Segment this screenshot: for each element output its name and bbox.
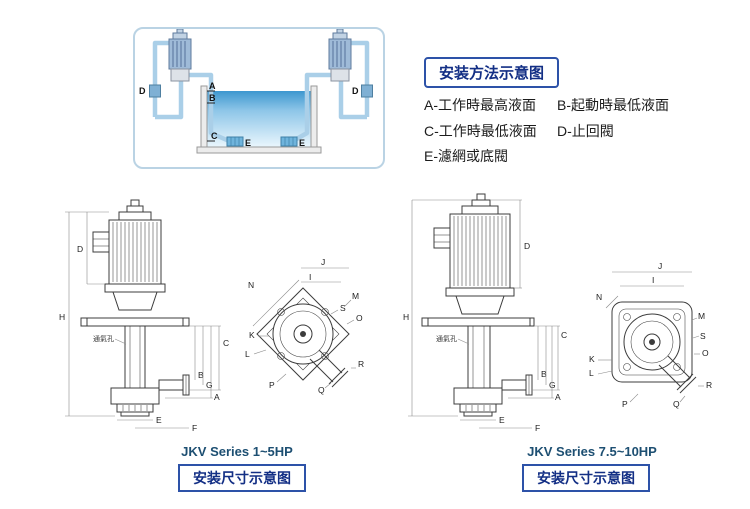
dim-label-a: A xyxy=(555,392,561,402)
dim-label-e: E xyxy=(499,415,505,425)
dim-label-r: R xyxy=(358,359,364,369)
dim-label-s: S xyxy=(700,331,706,341)
label-c: C xyxy=(211,131,218,141)
dim-label-g: G xyxy=(549,380,556,390)
dim-label-d: D xyxy=(77,244,83,254)
dim-label-q: Q xyxy=(318,385,325,395)
front-view: 通氣孔 xyxy=(421,193,535,417)
dim-label-p: P xyxy=(622,399,628,409)
dim-label-s: S xyxy=(340,303,346,313)
dim-label-i: I xyxy=(309,272,311,282)
front-view: 通氣孔 xyxy=(80,199,190,417)
label-b: B xyxy=(209,93,216,103)
dim-label-l: L xyxy=(245,349,250,359)
dim-label-k: K xyxy=(249,330,255,340)
dim-label-n: N xyxy=(596,292,602,302)
dimension-title-text: 安装尺寸示意图 xyxy=(537,470,635,486)
method-title-text: 安装方法示意图 xyxy=(439,65,545,82)
label-e-left: E xyxy=(245,138,251,148)
legend-item-b: B-起動時最低液面 xyxy=(557,97,669,113)
dim-label-l: L xyxy=(589,368,594,378)
dimension-title-box-left: 安装尺寸示意图 xyxy=(178,464,306,492)
dimension-title-box-right: 安装尺寸示意图 xyxy=(522,464,650,492)
side-dimensions: J I N M S O K L P Q R xyxy=(245,257,364,395)
check-valve-icon xyxy=(149,84,161,98)
check-valve-icon xyxy=(361,84,373,98)
label-a: A xyxy=(209,81,216,91)
label-e-right: E xyxy=(299,138,305,148)
dim-label-d: D xyxy=(524,241,530,251)
front-dimensions: H D C B G A E F xyxy=(59,211,229,433)
dim-label-c: C xyxy=(561,330,567,340)
dim-label-j: J xyxy=(321,257,325,267)
dim-label-g: G xyxy=(206,380,213,390)
level-labels: A B C D D E E xyxy=(139,81,359,148)
caption-jkv-small: JKV Series 1~5HP xyxy=(181,444,293,459)
dim-label-k: K xyxy=(589,354,595,364)
dimension-drawing-small: 通氣孔 H D C B G A E xyxy=(55,192,385,442)
dim-label-m: M xyxy=(698,311,705,321)
piping xyxy=(149,40,373,144)
dim-label-c: C xyxy=(223,338,229,348)
pump-drawing-svg: 通氣孔 H D C B G A E xyxy=(59,199,364,433)
dim-label-f: F xyxy=(535,423,540,433)
vent-label: 通氣孔 xyxy=(93,334,114,343)
vent-label: 通氣孔 xyxy=(436,334,457,343)
left-pump xyxy=(168,29,192,82)
dim-label-q: Q xyxy=(673,399,680,409)
side-view xyxy=(256,287,350,388)
dim-label-h: H xyxy=(403,312,409,322)
dim-label-n: N xyxy=(248,280,254,290)
side-view xyxy=(611,301,697,394)
dim-label-i: I xyxy=(652,275,654,285)
dim-label-h: H xyxy=(59,312,65,322)
side-dimensions: J I N M S O K L P Q R xyxy=(589,261,712,409)
dimension-drawing-large: 通氣孔 H D C B G A E xyxy=(400,192,730,442)
dim-label-m: M xyxy=(352,291,359,301)
legend-item-a: A-工作時最高液面 xyxy=(424,97,536,113)
legend-item-c: C-工作時最低液面 xyxy=(424,123,537,139)
method-title-box: 安装方法示意图 xyxy=(424,57,560,88)
dim-label-o: O xyxy=(356,313,363,323)
legend-item-d: D-止回閥 xyxy=(557,123,614,139)
motor-fins xyxy=(112,222,158,282)
dimension-title-text: 安装尺寸示意图 xyxy=(193,470,291,486)
dim-label-e: E xyxy=(156,415,162,425)
front-dimensions: H D C B G A E F xyxy=(403,199,567,433)
installation-illustration: A B C D D E E xyxy=(133,27,385,169)
installation-illustration-svg: A B C D D E E xyxy=(139,29,373,154)
right-pump xyxy=(328,29,352,82)
dim-label-b: B xyxy=(198,370,204,380)
caption-jkv-large: JKV Series 7.5~10HP xyxy=(527,444,657,459)
label-d-right: D xyxy=(352,86,359,96)
motor-fins xyxy=(453,216,507,286)
dim-label-j: J xyxy=(658,261,662,271)
dim-label-b: B xyxy=(541,369,547,379)
dim-label-f: F xyxy=(192,423,197,433)
legend-item-e: E-濾網或底閥 xyxy=(424,148,508,164)
label-d-left: D xyxy=(139,86,146,96)
dim-label-r: R xyxy=(706,380,712,390)
strainers xyxy=(226,136,298,147)
dim-label-a: A xyxy=(214,392,220,402)
dim-label-p: P xyxy=(269,380,275,390)
dim-label-o: O xyxy=(702,348,709,358)
pump-drawing-svg: 通氣孔 H D C B G A E xyxy=(403,193,712,433)
